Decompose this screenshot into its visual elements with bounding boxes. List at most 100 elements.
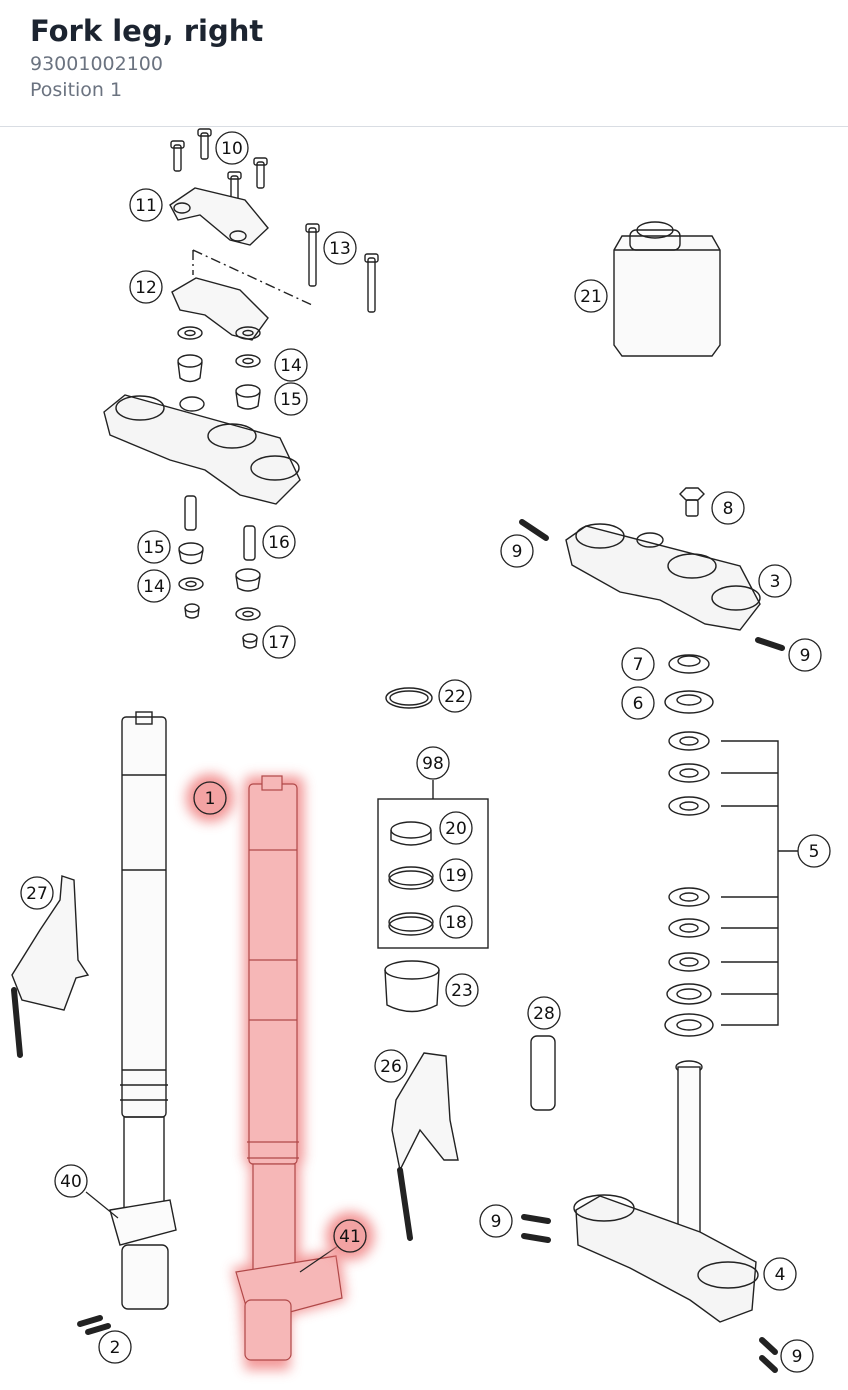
callout-15[interactable]: 15 bbox=[137, 530, 171, 564]
callout-circle bbox=[763, 1257, 797, 1291]
callout-12[interactable]: 12 bbox=[129, 270, 163, 304]
callout-circle bbox=[193, 781, 227, 815]
callout-label: 27 bbox=[26, 884, 48, 904]
callout-20[interactable]: 20 bbox=[439, 811, 473, 845]
callout-circle bbox=[621, 647, 655, 681]
callout-circle bbox=[788, 638, 822, 672]
triple-clamp-upper-right bbox=[565, 525, 761, 631]
callout-9[interactable]: 9 bbox=[479, 1204, 513, 1238]
callout-circle bbox=[527, 996, 561, 1030]
callout-label: 15 bbox=[143, 538, 165, 558]
callout-23[interactable]: 23 bbox=[445, 973, 479, 1007]
callout-label: 41 bbox=[339, 1227, 361, 1247]
callout-circle bbox=[439, 811, 473, 845]
header: Fork leg, right 93001002100 Position 1 bbox=[0, 0, 848, 127]
fork-leg-left bbox=[109, 711, 177, 1310]
callout-circle bbox=[323, 231, 357, 265]
clamp-lower bbox=[171, 277, 269, 341]
callout-16[interactable]: 16 bbox=[262, 525, 296, 559]
callout-label: 14 bbox=[143, 577, 165, 597]
callout-9[interactable]: 9 bbox=[500, 534, 534, 568]
diagram-parts bbox=[11, 128, 800, 1373]
callout-13[interactable]: 13 bbox=[323, 231, 357, 265]
callout-circle bbox=[416, 746, 450, 780]
fork-guard-left bbox=[11, 875, 90, 1011]
callout-circle bbox=[129, 188, 163, 222]
callout-label: 20 bbox=[445, 819, 467, 839]
callout-circle bbox=[262, 525, 296, 559]
callout-15[interactable]: 15 bbox=[274, 382, 308, 416]
callout-label: 22 bbox=[444, 687, 466, 707]
callout-circle bbox=[479, 1204, 513, 1238]
callout-circle bbox=[137, 569, 171, 603]
callout-17[interactable]: 17 bbox=[262, 625, 296, 659]
triple-clamp-upper-left bbox=[103, 394, 301, 505]
callout-1[interactable]: 1 bbox=[186, 774, 234, 822]
callout-label: 7 bbox=[633, 655, 644, 675]
fork-guard-right bbox=[391, 1052, 459, 1173]
callout-label: 11 bbox=[135, 196, 157, 216]
callout-14[interactable]: 14 bbox=[274, 348, 308, 382]
callout-21[interactable]: 21 bbox=[574, 279, 608, 313]
callout-18[interactable]: 18 bbox=[439, 905, 473, 939]
callout-3[interactable]: 3 bbox=[758, 564, 792, 598]
callout-label: 13 bbox=[329, 239, 351, 259]
callout-label: 12 bbox=[135, 278, 157, 298]
callout-label: 18 bbox=[445, 913, 467, 933]
callout-8[interactable]: 8 bbox=[711, 491, 745, 525]
callout-label: 5 bbox=[809, 842, 820, 862]
callout-circle bbox=[438, 679, 472, 713]
callout-circle bbox=[274, 382, 308, 416]
callout-circle bbox=[137, 530, 171, 564]
callout-label: 98 bbox=[422, 754, 444, 774]
callout-9[interactable]: 9 bbox=[788, 638, 822, 672]
oil-can bbox=[613, 235, 721, 357]
callout-5[interactable]: 5 bbox=[797, 834, 831, 868]
callout-circle bbox=[54, 1164, 88, 1198]
callout-40[interactable]: 40 bbox=[54, 1164, 88, 1198]
callout-label: 8 bbox=[723, 499, 734, 519]
callout-28[interactable]: 28 bbox=[527, 996, 561, 1030]
callout-10[interactable]: 10 bbox=[215, 131, 249, 165]
callout-27[interactable]: 27 bbox=[20, 876, 54, 910]
callout-label: 3 bbox=[770, 572, 781, 592]
callout-19[interactable]: 19 bbox=[439, 858, 473, 892]
clamp-upper bbox=[169, 187, 269, 246]
callout-circle bbox=[215, 131, 249, 165]
callout-98[interactable]: 98 bbox=[416, 746, 450, 780]
callout-label: 17 bbox=[268, 633, 290, 653]
lower-triple-clamp bbox=[573, 1060, 759, 1323]
callout-label: 26 bbox=[380, 1057, 402, 1077]
callout-9[interactable]: 9 bbox=[780, 1339, 814, 1373]
callout-41[interactable]: 41 bbox=[326, 1212, 374, 1260]
callout-4[interactable]: 4 bbox=[763, 1257, 797, 1291]
callout-label: 9 bbox=[792, 1347, 803, 1367]
callout-label: 14 bbox=[280, 356, 302, 376]
callout-22[interactable]: 22 bbox=[438, 679, 472, 713]
callout-label: 9 bbox=[491, 1212, 502, 1232]
callout-circle bbox=[574, 279, 608, 313]
callout-circle bbox=[780, 1339, 814, 1373]
callout-label: 9 bbox=[800, 646, 811, 666]
callout-circle bbox=[374, 1049, 408, 1083]
callout-7[interactable]: 7 bbox=[621, 647, 655, 681]
callout-2[interactable]: 2 bbox=[98, 1330, 132, 1364]
callout-circle bbox=[445, 973, 479, 1007]
callout-26[interactable]: 26 bbox=[374, 1049, 408, 1083]
callout-6[interactable]: 6 bbox=[621, 686, 655, 720]
callout-circle bbox=[98, 1330, 132, 1364]
callout-circle bbox=[439, 858, 473, 892]
callout-11[interactable]: 11 bbox=[129, 188, 163, 222]
callout-14[interactable]: 14 bbox=[137, 569, 171, 603]
bearing-kit bbox=[664, 731, 800, 1037]
callout-label: 40 bbox=[60, 1172, 82, 1192]
callout-label: 28 bbox=[533, 1004, 555, 1024]
callout-label: 15 bbox=[280, 390, 302, 410]
callout-label: 1 bbox=[205, 789, 216, 809]
callout-label: 23 bbox=[451, 981, 473, 1001]
callout-layer: 10 11 13 12 14 15 21 8 9 3 15 16 14 17 9 7 6 22 98 1 20 19 18 5… bbox=[20, 131, 831, 1373]
fork-leg-right-highlight bbox=[232, 775, 346, 1370]
callout-label: 16 bbox=[268, 533, 290, 553]
callout-label: 6 bbox=[633, 694, 644, 714]
